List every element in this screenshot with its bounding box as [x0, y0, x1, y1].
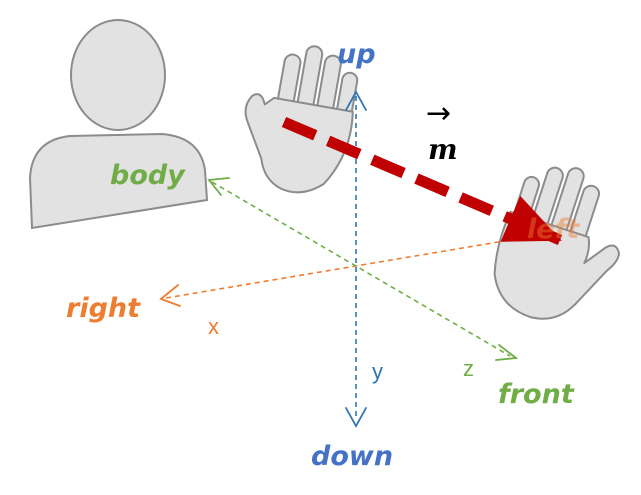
right-arrowhead-icon — [159, 284, 181, 307]
body-arrowhead-icon — [207, 177, 230, 196]
person-torso — [28, 132, 209, 230]
front-arrowhead-icon — [495, 344, 519, 361]
down-arrowhead-icon — [345, 407, 367, 428]
x-axis-label: x — [208, 314, 219, 339]
motion-vector-arrow — [281, 116, 563, 246]
start-hand-icon — [244, 45, 359, 194]
y-axis-label: y — [372, 359, 383, 384]
right-label: right — [66, 293, 141, 324]
person-head — [70, 19, 166, 131]
left-right-axis-line — [165, 239, 511, 299]
vector-arrow-icon: → — [426, 96, 452, 131]
vector-m-label: m — [428, 133, 458, 166]
person-silhouette-icon — [28, 19, 209, 230]
up-label: up — [337, 39, 376, 70]
body-label: body — [110, 160, 185, 191]
down-label: down — [311, 441, 394, 472]
z-axis-label: z — [463, 356, 474, 381]
front-label: front — [498, 379, 574, 410]
left-label: left — [527, 214, 580, 245]
axis-arrowheads — [159, 90, 519, 428]
up-arrowhead-icon — [345, 90, 367, 111]
body-front-axis-line — [211, 181, 511, 357]
